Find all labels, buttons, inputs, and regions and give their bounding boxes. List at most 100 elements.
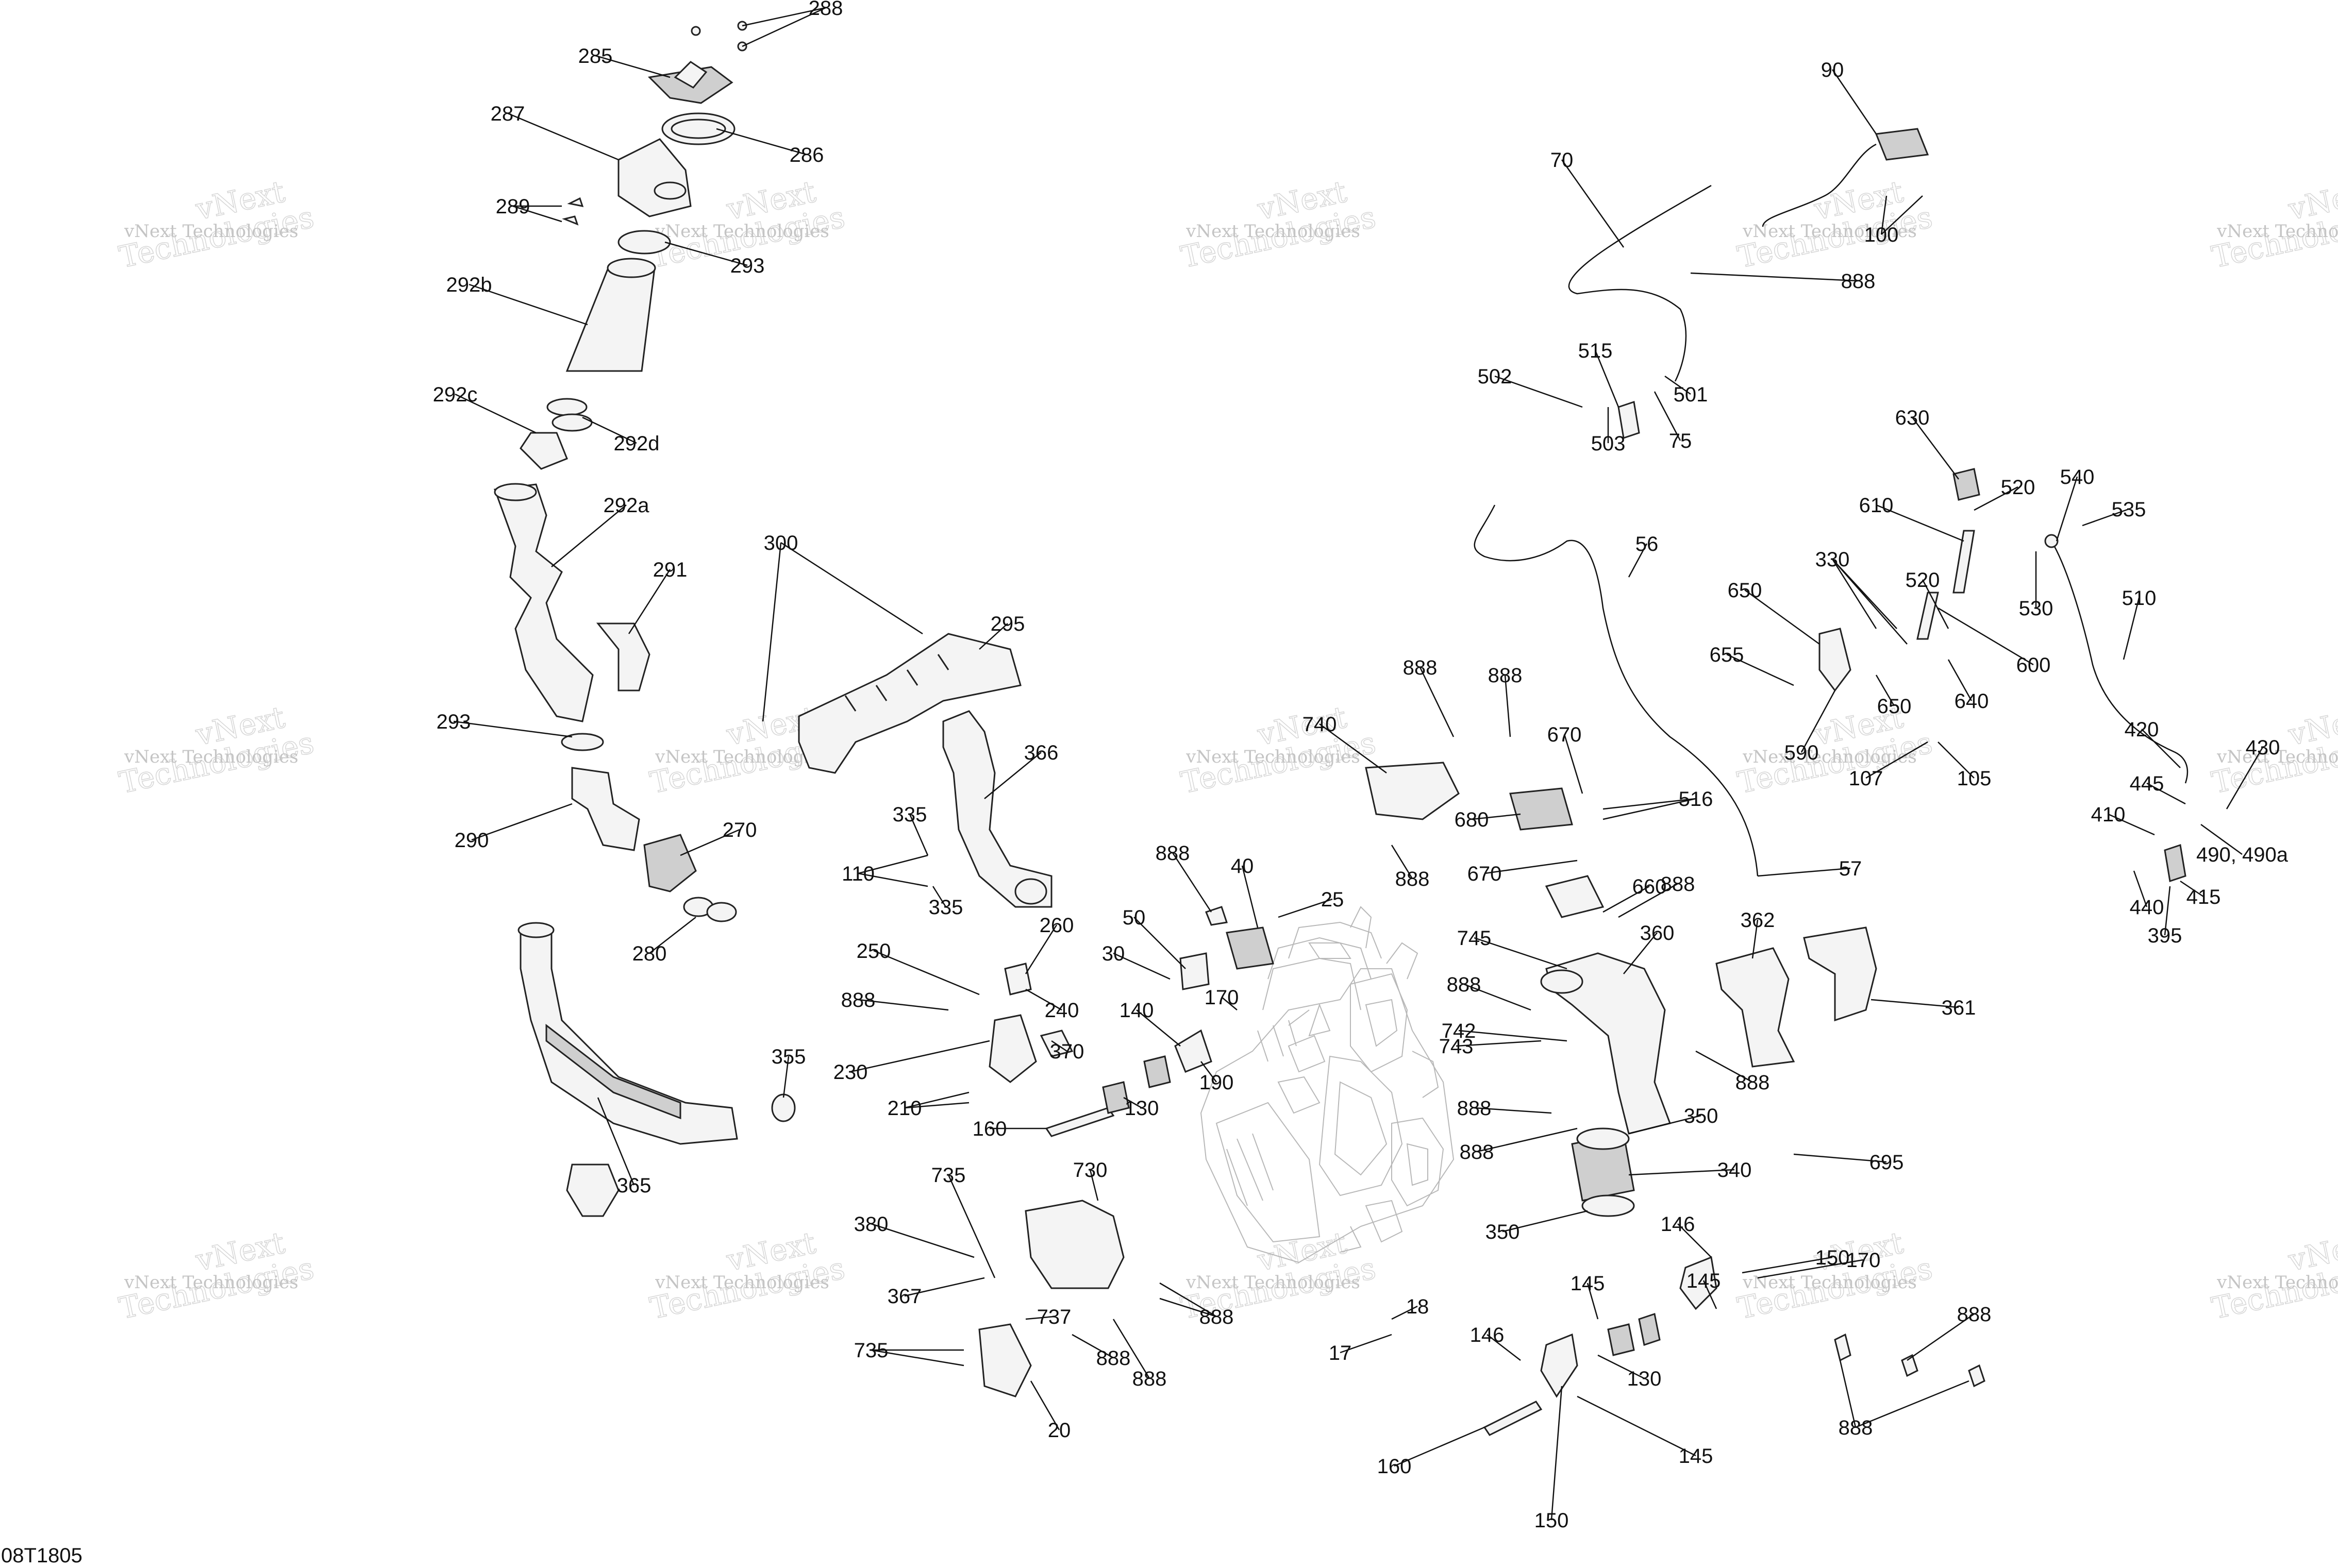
part-callout-label: 888: [1661, 873, 1695, 896]
callout-leader-line: [1504, 675, 1511, 737]
callout-leader-line: [871, 1223, 975, 1258]
part-callout-label: 888: [1841, 270, 1876, 293]
callout-leader-line: [742, 7, 826, 47]
callout-leader-line: [1030, 1380, 1060, 1430]
part-callout-label: 280: [632, 942, 667, 965]
part-callout-label: 366: [1024, 741, 1059, 764]
callout-leader-line: [1922, 579, 1949, 629]
callout-leader-line: [1278, 898, 1333, 918]
part-callout-label: 210: [888, 1097, 922, 1120]
part-callout-label: 365: [617, 1174, 652, 1197]
part-callout-label: 888: [1156, 842, 1190, 865]
part-callout-label: 743: [1439, 1035, 1474, 1058]
part-callout-label: 410: [2091, 803, 2126, 826]
callout-leader-line: [1702, 1280, 1717, 1309]
part-callout-label: 735: [854, 1339, 889, 1362]
part-callout-label: 250: [857, 940, 891, 963]
callout-leader-line: [1563, 734, 1583, 794]
callout-leader-line: [2200, 823, 2243, 855]
part-callout-label: 107: [1849, 767, 1883, 790]
part-callout-label: 110: [842, 863, 875, 885]
callout-leader-line: [1474, 937, 1567, 970]
callout-leader-line: [1577, 1395, 1696, 1457]
part-callout-label: 290: [455, 829, 489, 852]
callout-leader-line: [1123, 1097, 1142, 1109]
callout-leader-line: [1654, 391, 1681, 441]
part-callout-label: 170: [1846, 1249, 1881, 1272]
callout-leader-line: [551, 504, 627, 567]
callout-leader-line: [2180, 880, 2204, 898]
callout-leader-line: [1881, 195, 1923, 235]
part-callout-label: 350: [1485, 1221, 1520, 1243]
callout-leader-line: [1113, 952, 1171, 980]
callout-leader-line: [742, 7, 826, 27]
part-callout-label: 270: [723, 819, 757, 841]
callout-leader-line: [1865, 741, 1928, 779]
part-callout-label: 520: [1906, 569, 1940, 592]
callout-leader-line: [932, 886, 947, 907]
callout-leader-line: [2226, 747, 2264, 810]
callout-leader-line: [1876, 504, 1964, 542]
part-callout-label: 520: [2001, 476, 2035, 499]
callout-leader-line: [904, 1102, 970, 1109]
callout-leader-line: [1947, 659, 1973, 701]
callout-leader-line: [1241, 865, 1259, 928]
part-callout-label: 362: [1741, 909, 1775, 932]
part-callout-label: 75: [1669, 430, 1692, 452]
part-callout-label: 630: [1895, 407, 1930, 429]
part-callout-label: 145: [1686, 1270, 1721, 1292]
part-callout-label: 350: [1684, 1105, 1718, 1127]
callout-leader-line: [1839, 1360, 1857, 1428]
callout-leader-line: [984, 752, 1042, 799]
callout-leader-line: [1628, 1169, 1735, 1176]
part-callout-label: 888: [1957, 1303, 1992, 1326]
callout-leader-line: [1476, 1127, 1578, 1153]
watermark-text: vNext Technologies: [1185, 1272, 1360, 1293]
part-callout-label: 105: [1957, 767, 1992, 790]
part-callout-label: 740: [1302, 713, 1337, 736]
callout-leader-line: [1831, 559, 1877, 629]
part-callout-label: 655: [1710, 644, 1744, 666]
part-callout-label: 70: [1550, 149, 1574, 172]
callout-leader-line: [780, 542, 923, 635]
callout-leader-line: [1458, 1030, 1567, 1042]
callout-leader-line: [1089, 1169, 1099, 1201]
callout-leader-line: [1800, 690, 1836, 753]
part-callout-label: 888: [1395, 868, 1430, 890]
callout-leader-line: [1550, 1386, 1563, 1521]
callout-leader-line: [2123, 597, 2140, 660]
callout-leader-line: [582, 416, 637, 444]
callout-leader-line: [1561, 159, 1625, 248]
part-callout-label: 395: [2148, 924, 2182, 947]
part-callout-label: 440: [2130, 896, 2164, 919]
part-callout-label: 286: [790, 144, 824, 166]
part-callout-label: 530: [2019, 597, 2053, 620]
callout-leader-line: [904, 1091, 970, 1109]
part-callout-label: 240: [1045, 999, 1079, 1022]
callout-leader-line: [1172, 852, 1212, 913]
part-callout-label: 888: [1488, 664, 1523, 687]
part-callout-label: 888: [1460, 1141, 1494, 1164]
callout-leader-line: [1744, 589, 1820, 645]
callout-leader-line: [1751, 919, 1759, 959]
callout-leader-line: [1831, 69, 1877, 134]
part-callout-label: 335: [929, 896, 963, 919]
part-callout-label: 742: [1442, 1020, 1476, 1042]
callout-leader-line: [680, 829, 740, 856]
part-callout-label: 888: [1403, 656, 1438, 679]
callout-leader-line: [716, 128, 807, 156]
callout-leader-line: [1664, 375, 1691, 395]
callout-leader-line: [1677, 1223, 1712, 1258]
callout-leader-line: [1494, 375, 1583, 408]
part-callout-label: 355: [772, 1046, 806, 1068]
part-callout-label: 130: [1125, 1097, 1159, 1120]
callout-leader-line: [1628, 543, 1648, 578]
part-callout-label: 100: [1864, 224, 1899, 246]
part-callout-label: 170: [1205, 986, 1239, 1009]
part-callout-label: 415: [2186, 886, 2221, 908]
part-callout-label: 360: [1640, 922, 1675, 945]
part-callout-label: 292d: [614, 432, 660, 455]
callout-leader-line: [1394, 1426, 1485, 1467]
part-callout-label: 292b: [446, 274, 492, 296]
part-callout-label: 650: [1728, 579, 1762, 602]
